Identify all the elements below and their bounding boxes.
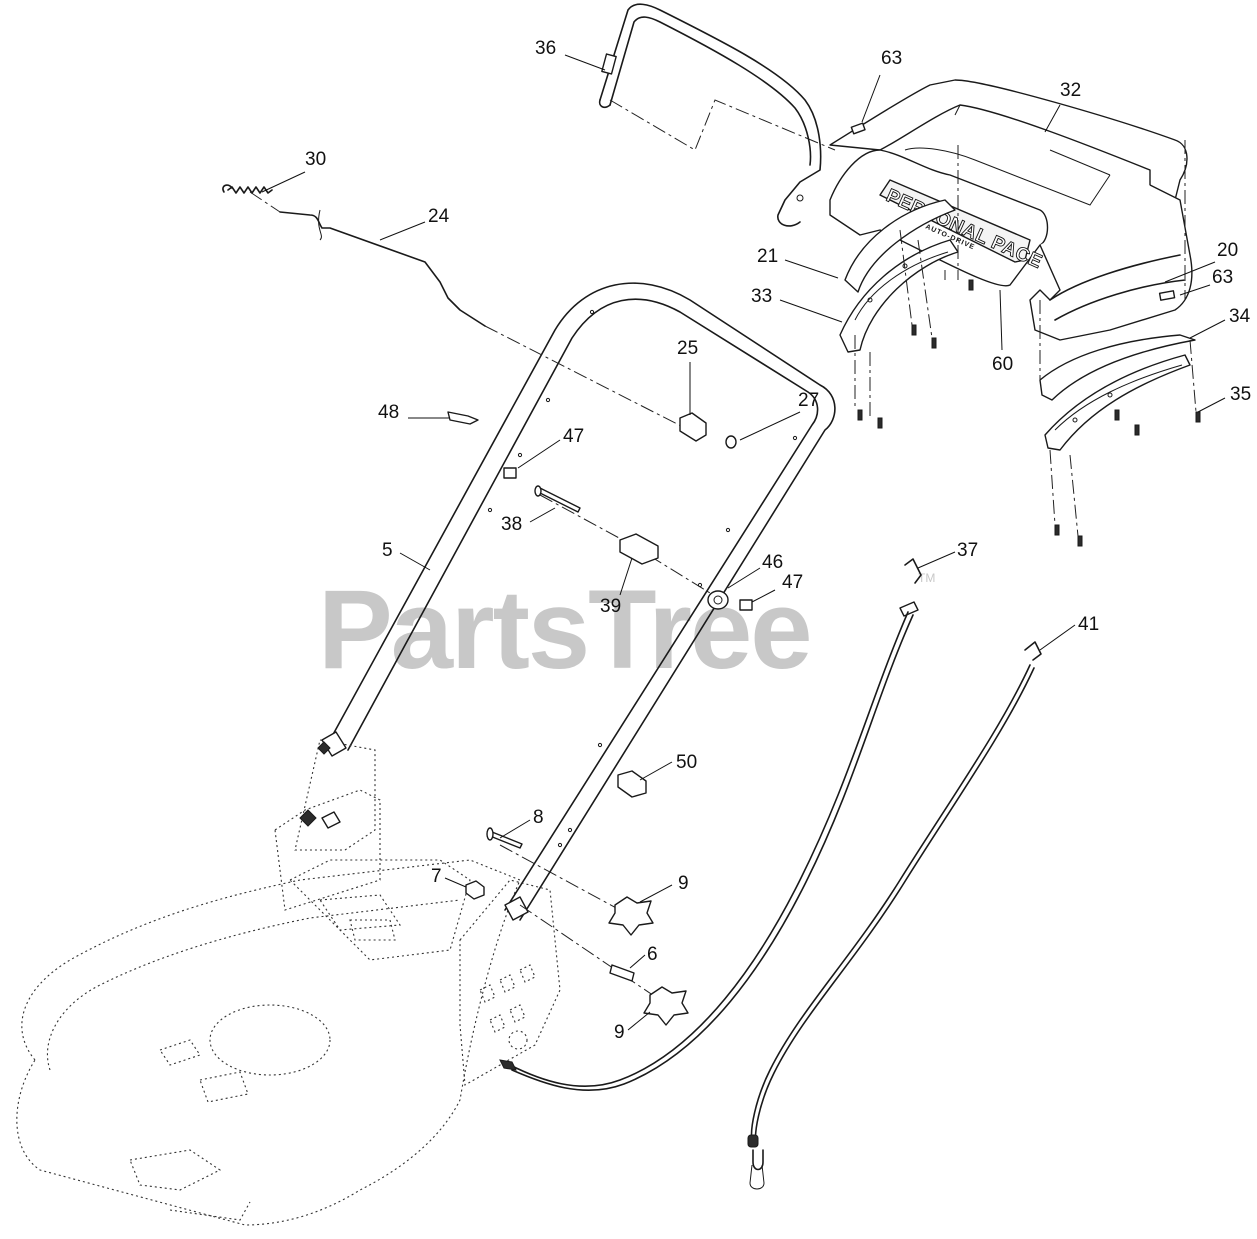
callout-9-upper: 9 xyxy=(678,873,689,894)
callout-38: 38 xyxy=(501,514,522,535)
pin-63-right xyxy=(1158,290,1176,301)
mower-deck xyxy=(16,789,561,1226)
callout-7: 7 xyxy=(431,866,442,887)
watermark-text: PartsTree xyxy=(318,567,811,692)
bolt-38 xyxy=(537,487,581,513)
watermark: PartsTree TM xyxy=(318,567,935,692)
callout-20: 20 xyxy=(1217,240,1238,261)
small-hardware xyxy=(447,411,753,1026)
screws xyxy=(857,279,1201,547)
callout-39: 39 xyxy=(600,596,621,617)
nut-47-top xyxy=(503,467,517,479)
callout-numbers: 36 63 32 30 24 21 20 63 33 60 34 25 27 3… xyxy=(305,38,1251,1043)
nut-47-lower xyxy=(739,599,753,611)
callout-33: 33 xyxy=(751,286,772,307)
spacer-46 xyxy=(707,590,729,610)
callout-30: 30 xyxy=(305,149,326,170)
nut-7 xyxy=(465,880,485,900)
callout-leaders xyxy=(261,54,1226,1031)
bail-bar xyxy=(598,3,822,227)
callout-21: 21 xyxy=(757,246,778,267)
callout-25: 25 xyxy=(677,338,698,359)
washer-27 xyxy=(725,435,737,449)
pin-6 xyxy=(609,964,635,982)
callout-36: 36 xyxy=(535,38,556,59)
callout-46: 46 xyxy=(762,552,783,573)
callout-47-lower: 47 xyxy=(782,572,803,593)
callout-24: 24 xyxy=(428,206,450,227)
callout-60: 60 xyxy=(992,354,1013,375)
cables xyxy=(499,558,1042,1190)
knob-9-lower xyxy=(643,986,689,1026)
callout-35: 35 xyxy=(1230,384,1251,405)
swivel-39 xyxy=(619,533,659,565)
callout-5: 5 xyxy=(382,540,393,561)
callout-47-top: 47 xyxy=(563,426,584,447)
callout-27: 27 xyxy=(798,390,819,411)
spring xyxy=(222,184,273,194)
cable-clip-50 xyxy=(617,770,647,798)
callout-50: 50 xyxy=(676,752,697,773)
callout-48: 48 xyxy=(378,402,399,423)
callout-6: 6 xyxy=(647,944,658,965)
right-grip-covers xyxy=(1039,334,1196,451)
watermark-trademark: TM xyxy=(918,571,935,585)
callout-63-top: 63 xyxy=(881,48,902,69)
callout-41: 41 xyxy=(1078,614,1099,635)
callout-63-right: 63 xyxy=(1212,267,1233,288)
control-rod xyxy=(279,209,486,327)
cable-fitting-25 xyxy=(679,412,707,442)
clip-48 xyxy=(447,411,479,425)
callout-8: 8 xyxy=(533,807,544,828)
callout-37: 37 xyxy=(957,540,978,561)
callout-9-lower: 9 xyxy=(614,1022,625,1043)
lower-handle xyxy=(294,282,836,921)
knob-9-upper xyxy=(608,896,654,936)
callout-32: 32 xyxy=(1060,80,1081,101)
pin-63-left xyxy=(850,122,866,135)
callout-34: 34 xyxy=(1229,306,1251,327)
